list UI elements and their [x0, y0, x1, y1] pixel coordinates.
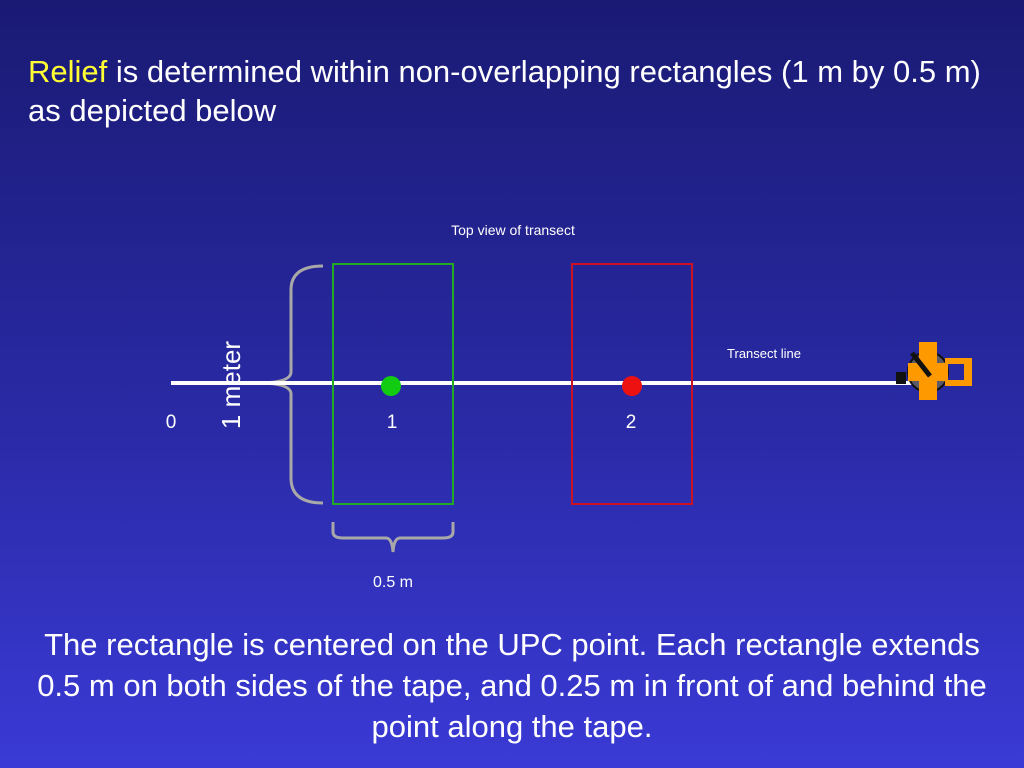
slide-caption: The rectangle is centered on the UPC poi…	[37, 627, 987, 744]
width-label: 0.5 m	[373, 574, 413, 591]
transect-line-label: Transect line	[727, 346, 801, 361]
title-highlight: Relief	[28, 54, 108, 89]
width-bracket	[331, 522, 455, 553]
quadrat-rectangle-1	[332, 263, 454, 505]
slide-title: Relief is determined within non-overlapp…	[28, 52, 998, 130]
title-text: is determined within non-overlapping rec…	[28, 54, 981, 128]
diagram-heading: Top view of transect	[451, 222, 575, 238]
tick-label-start: 0	[166, 412, 177, 433]
quadrat-rectangle-2	[571, 263, 693, 505]
point-label-2: 2	[626, 412, 637, 433]
upc-point-1	[381, 376, 401, 396]
upc-point-2	[622, 376, 642, 396]
point-label-1: 1	[387, 412, 398, 433]
tape-reel-icon	[896, 342, 972, 400]
